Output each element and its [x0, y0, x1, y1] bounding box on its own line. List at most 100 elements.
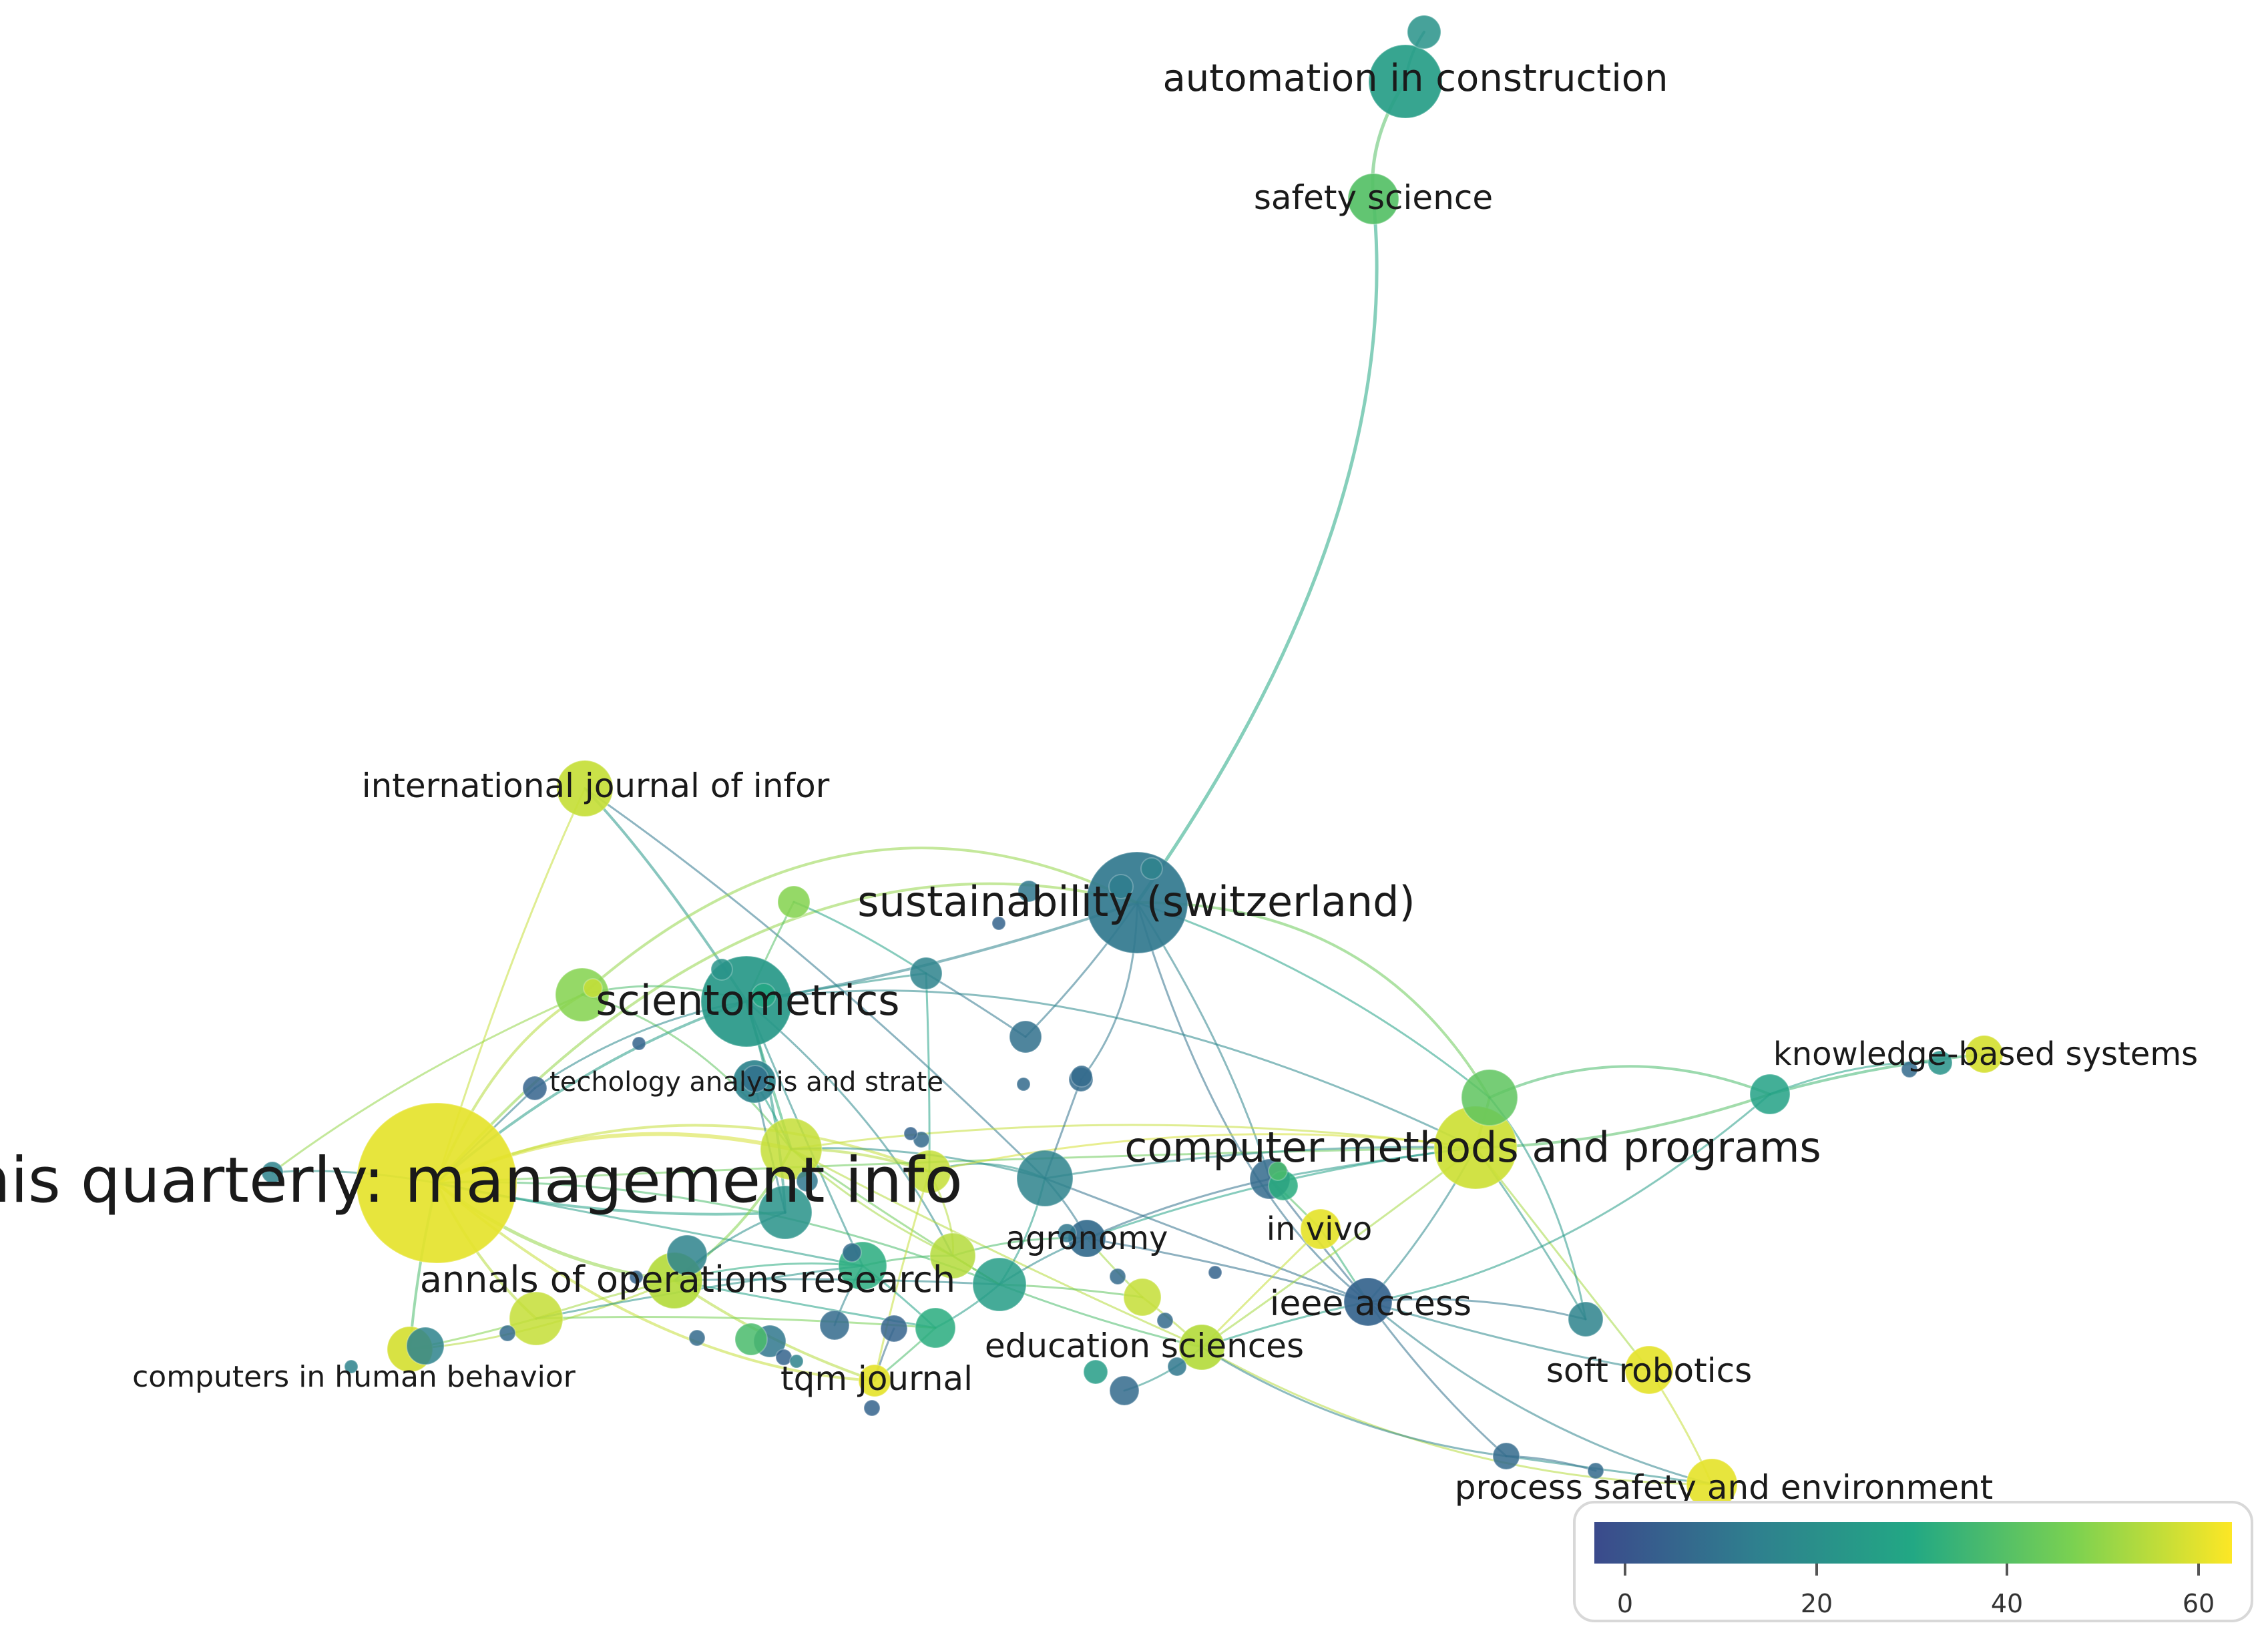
node-n20[interactable]	[880, 1315, 908, 1343]
edge-6	[1136, 901, 1491, 1099]
edge-42	[790, 1147, 1046, 1180]
node-sustainability[interactable]	[1086, 851, 1188, 954]
node-n45[interactable]	[1057, 1223, 1077, 1243]
edge-88	[1367, 1301, 1650, 1371]
node-n53[interactable]	[344, 1359, 359, 1374]
node-education[interactable]	[1178, 1324, 1225, 1371]
node-n47[interactable]	[1156, 1312, 1174, 1329]
node-n41[interactable]	[741, 1065, 769, 1093]
edge-87	[1367, 1298, 1587, 1321]
node-n14[interactable]	[972, 1257, 1027, 1312]
edge-84	[1769, 1053, 1986, 1096]
edge-94	[1505, 1455, 1713, 1485]
node-ieee[interactable]	[1343, 1277, 1393, 1327]
node-n7[interactable]	[261, 1161, 284, 1184]
edge-19	[745, 989, 1477, 1149]
edge-97	[1200, 1346, 1508, 1457]
edge-41	[790, 1148, 1203, 1349]
node-n54[interactable]	[863, 1399, 881, 1417]
node-n48[interactable]	[1208, 1265, 1222, 1280]
legend-tick-label-60: 60	[2183, 1589, 2215, 1618]
node-n56[interactable]	[789, 1354, 804, 1369]
node-n36[interactable]	[1017, 880, 1040, 903]
node-n18[interactable]	[915, 1307, 956, 1349]
node-n35[interactable]	[1140, 857, 1163, 880]
node-n26[interactable]	[1167, 1357, 1187, 1377]
node-n39[interactable]	[751, 983, 776, 1008]
node-n38[interactable]	[710, 958, 733, 981]
label-annals: annals of operations research	[420, 1258, 955, 1301]
node-n10[interactable]	[1016, 1150, 1074, 1207]
node-n52[interactable]	[499, 1325, 516, 1342]
edge-71	[1086, 1178, 1271, 1240]
edge-40	[790, 1124, 1477, 1150]
edge-4	[584, 787, 1046, 1180]
node-n9[interactable]	[907, 1150, 951, 1194]
edge-34	[581, 847, 1138, 996]
legend-gradient-bar	[1594, 1522, 2232, 1564]
node-n15[interactable]	[666, 1234, 708, 1276]
node-n23[interactable]	[1123, 1278, 1162, 1317]
node-n25[interactable]	[1083, 1359, 1108, 1385]
node-mis[interactable]	[356, 1102, 517, 1264]
node-n30[interactable]	[1492, 1442, 1520, 1470]
node-n6[interactable]	[522, 1076, 547, 1101]
node-computer-methods-top[interactable]	[1461, 1069, 1518, 1126]
label-automation: automation in construction	[1162, 57, 1668, 100]
node-n34[interactable]	[1108, 874, 1134, 899]
edge-44	[928, 1133, 1477, 1173]
label-sustainability: sustainability (switzerland)	[857, 877, 1415, 926]
label-agronomy: agronomy	[1006, 1220, 1168, 1257]
node-knowledge-b[interactable]	[1927, 1050, 1953, 1076]
node-n33[interactable]	[1070, 1065, 1093, 1088]
network-nodes	[261, 15, 2004, 1510]
edge-9	[1136, 901, 1369, 1303]
node-n44[interactable]	[842, 1242, 862, 1262]
node-n17[interactable]	[406, 1327, 445, 1365]
node-n24[interactable]	[1109, 1375, 1140, 1406]
node-n49[interactable]	[1268, 1161, 1288, 1181]
edge-55	[673, 1278, 1001, 1286]
node-n58[interactable]	[629, 1270, 644, 1284]
node-n40[interactable]	[583, 978, 603, 998]
node-n3[interactable]	[909, 957, 943, 990]
label-process-safety: process safety and environment	[1455, 1468, 1994, 1507]
edge-60	[535, 1315, 937, 1329]
node-n1[interactable]	[777, 885, 811, 919]
node-n16[interactable]	[509, 1291, 563, 1346]
edge-1	[1135, 197, 1379, 905]
node-safety[interactable]	[1347, 173, 1399, 225]
node-n13[interactable]	[929, 1232, 976, 1279]
edge-89	[1367, 1301, 1508, 1457]
node-n19[interactable]	[819, 1310, 850, 1341]
node-automation-top[interactable]	[1407, 15, 1441, 49]
node-n4[interactable]	[1009, 1020, 1042, 1054]
label-computer-methods: computer methods and programs	[1124, 1123, 1821, 1172]
node-n29[interactable]	[1568, 1301, 1604, 1337]
node-n51[interactable]	[688, 1329, 706, 1347]
node-n46[interactable]	[1109, 1268, 1126, 1285]
node-knowledge-c[interactable]	[1901, 1061, 1918, 1078]
node-n32[interactable]	[1016, 1077, 1031, 1092]
node-n42[interactable]	[796, 1170, 819, 1192]
node-n11[interactable]	[758, 1185, 813, 1240]
node-n8[interactable]	[760, 1118, 823, 1180]
label-tqm: tqm journal	[780, 1359, 973, 1398]
node-knowledge-a[interactable]	[1749, 1074, 1791, 1115]
node-n57[interactable]	[903, 1126, 918, 1141]
edge-98	[1488, 1096, 1587, 1321]
edge-33	[271, 993, 584, 1174]
node-automation[interactable]	[1368, 44, 1443, 119]
node-knowledge[interactable]	[1965, 1035, 2004, 1074]
label-computers-hb: computers in human behavior	[132, 1360, 576, 1394]
node-n31[interactable]	[1587, 1462, 1604, 1479]
node-soft-robotics[interactable]	[1624, 1345, 1674, 1395]
node-tqm[interactable]	[858, 1364, 891, 1397]
node-n37[interactable]	[991, 916, 1006, 931]
legend-tick-label-40: 40	[1991, 1589, 2023, 1618]
node-intl-journal[interactable]	[556, 760, 614, 817]
label-intl-journal: international journal of infor	[362, 766, 830, 805]
node-in-vivo[interactable]	[1300, 1208, 1341, 1250]
node-n50[interactable]	[632, 1036, 646, 1051]
node-n22[interactable]	[734, 1323, 768, 1356]
